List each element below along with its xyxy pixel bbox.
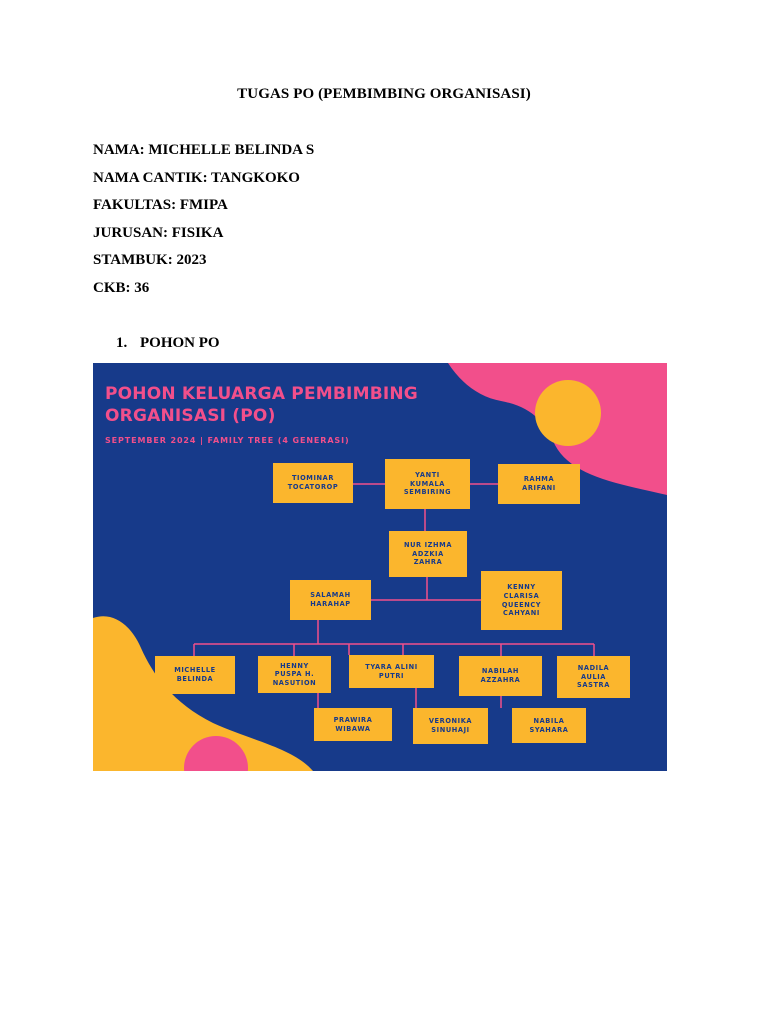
- poster-title: POHON KELUARGA PEMBIMBING ORGANISASI (PO…: [105, 384, 418, 426]
- section-number: 1.: [116, 335, 128, 351]
- node-henny: HENNY PUSPA H. NASUTION: [258, 656, 331, 693]
- node-salamah: SALAMAH HARAHAP: [290, 580, 371, 620]
- node-yanti: YANTI KUMALA SEMBIRING: [385, 459, 470, 509]
- document-title: TUGAS PO (PEMBIMBING ORGANISASI): [237, 86, 531, 102]
- section-heading: 1. POHON PO: [116, 335, 220, 352]
- info-ckb: CKB: 36: [93, 280, 150, 296]
- info-major: JURUSAN: FISIKA: [93, 225, 224, 241]
- yellow-blob-bottom-left: [93, 616, 313, 771]
- node-rahma: RAHMA ARIFANI: [498, 464, 580, 504]
- node-nur-izhma: NUR IZHMA ADZKIA ZAHRA: [389, 531, 467, 577]
- node-prawira: PRAWIRA WIBAWA: [314, 708, 392, 741]
- info-faculty: FAKULTAS: FMIPA: [93, 197, 228, 213]
- section-label: POHON PO: [140, 335, 220, 351]
- info-name: NAMA: MICHELLE BELINDA S: [93, 142, 315, 158]
- info-nickname: NAMA CANTIK: TANGKOKO: [93, 170, 300, 186]
- info-stambuk: STAMBUK: 2023: [93, 252, 207, 268]
- yellow-circle: [535, 380, 601, 446]
- node-nabila: NABILA SYAHARA: [512, 708, 586, 743]
- node-nabilah: NABILAH AZZAHRA: [459, 656, 542, 696]
- node-tyara: TYARA ALINI PUTRI: [349, 655, 434, 688]
- node-nadila: NADILA AULIA SASTRA: [557, 656, 630, 698]
- poster-subtitle: SEPTEMBER 2024 | FAMILY TREE (4 GENERASI…: [105, 436, 350, 445]
- node-kenny: KENNY CLARISA QUEENCY CAHYANI: [481, 571, 562, 630]
- node-veronika: VERONIKA SINUHAJI: [413, 708, 488, 744]
- family-tree-poster: POHON KELUARGA PEMBIMBING ORGANISASI (PO…: [93, 363, 667, 771]
- node-michelle: MICHELLE BELINDA: [155, 656, 235, 694]
- node-tiominar: TIOMINAR TOCATOROP: [273, 463, 353, 503]
- pink-circle: [184, 736, 248, 771]
